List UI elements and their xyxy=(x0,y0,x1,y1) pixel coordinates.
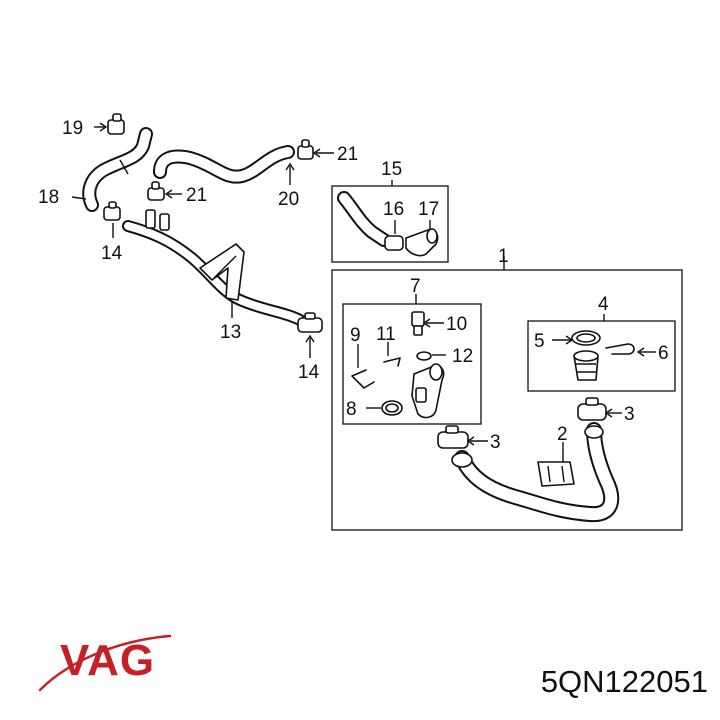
group-box-4 xyxy=(527,320,676,392)
callout-13: 13 xyxy=(220,322,241,343)
logo-swoosh xyxy=(38,634,172,692)
group-box-1 xyxy=(331,269,683,531)
connector-17 xyxy=(405,228,439,257)
clip-6 xyxy=(605,343,635,355)
hose-18 xyxy=(82,127,153,212)
sensor-10 xyxy=(411,311,425,336)
hose-15 xyxy=(337,191,391,247)
adapter-4 xyxy=(573,350,599,381)
callout-10: 10 xyxy=(446,314,467,335)
clamp-21-left xyxy=(147,181,165,201)
clamp-3-right xyxy=(577,397,607,421)
callout-12: 12 xyxy=(452,346,473,367)
callout-19: 19 xyxy=(62,118,83,139)
hose-2 xyxy=(451,422,620,523)
callout-18: 18 xyxy=(38,187,59,208)
o-ring-12 xyxy=(416,351,432,361)
clamp-3-left xyxy=(437,425,469,449)
callout-11: 11 xyxy=(376,324,396,345)
bracket-2 xyxy=(537,461,575,487)
o-ring-8 xyxy=(381,400,403,416)
callout-6: 6 xyxy=(658,343,669,364)
callout-5: 5 xyxy=(534,331,545,352)
o-ring-5 xyxy=(571,330,601,346)
leader-lines xyxy=(71,122,656,462)
clamp-14-upper xyxy=(103,201,121,221)
clamp-14-lower xyxy=(297,312,323,333)
clamp-19 xyxy=(107,113,125,135)
callout-14: 14 xyxy=(101,243,123,264)
housing-7 xyxy=(411,363,445,419)
callout-1: 1 xyxy=(498,246,509,267)
hose-20 xyxy=(153,145,295,184)
callout-8: 8 xyxy=(346,399,357,420)
callout-21: 21 xyxy=(186,185,207,206)
pipe-13 xyxy=(122,209,306,326)
callout-20: 20 xyxy=(278,189,299,210)
callout-14: 14 xyxy=(298,362,320,383)
callout-16: 16 xyxy=(383,199,404,220)
clamp-21-right xyxy=(297,139,314,160)
callout-4: 4 xyxy=(598,294,609,315)
callout-2: 2 xyxy=(557,424,568,445)
callout-21: 21 xyxy=(337,144,358,165)
callout-9: 9 xyxy=(350,325,361,346)
callout-15: 15 xyxy=(381,159,402,180)
callout-3: 3 xyxy=(624,404,635,425)
group-box-15 xyxy=(331,185,449,263)
clip-9 xyxy=(351,369,375,389)
brand-logo: VAG xyxy=(60,636,156,685)
callout-17: 17 xyxy=(418,199,439,220)
callout-7: 7 xyxy=(410,276,421,297)
callout-3: 3 xyxy=(490,432,501,453)
clamp-16 xyxy=(384,235,404,251)
group-box-7 xyxy=(342,303,482,425)
clip-11 xyxy=(383,357,401,367)
part-number: 5QN122051 xyxy=(540,664,708,699)
